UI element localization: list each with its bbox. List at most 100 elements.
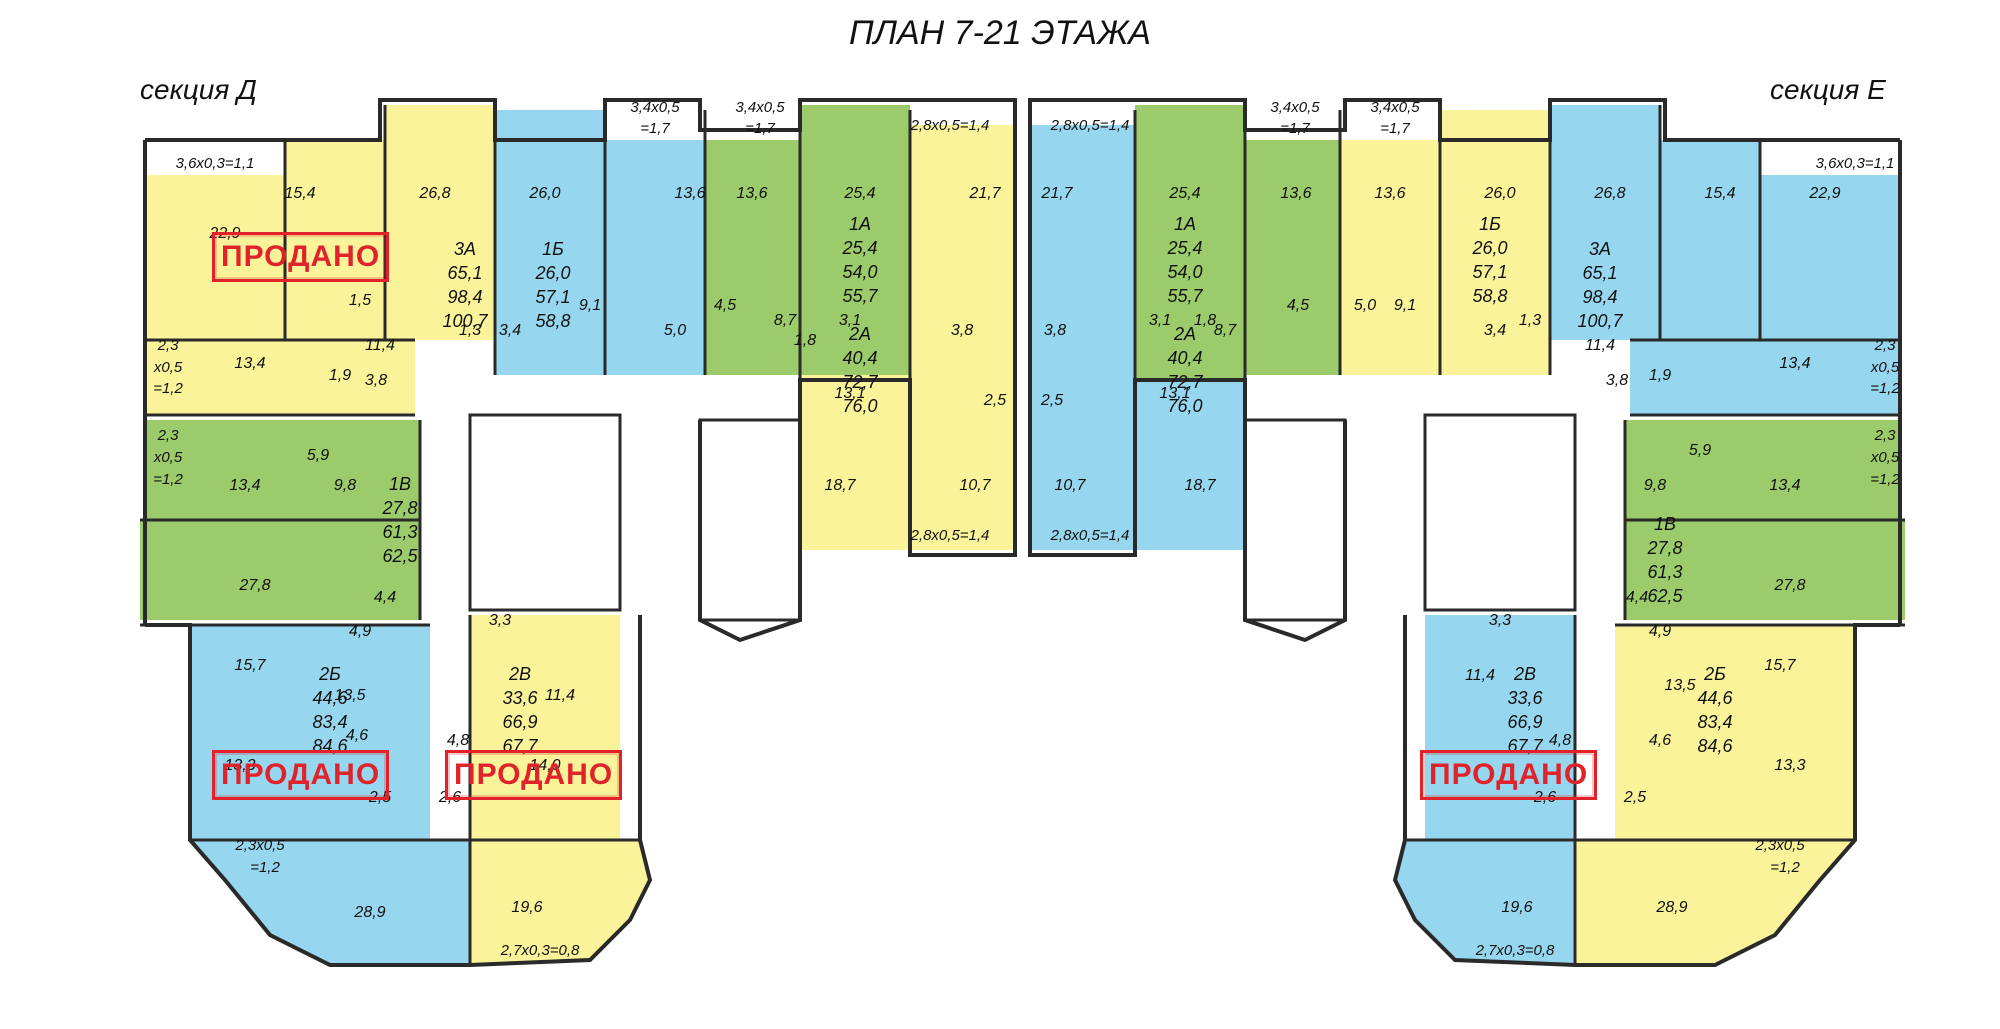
room-area-left: 11,4 [545, 687, 575, 704]
room-2v-left [470, 615, 620, 840]
room-area-right: 2,5 [1623, 789, 1646, 806]
room-area-left: 13,3 [224, 757, 255, 774]
room-3a-right [1550, 105, 1660, 340]
room-area-left: 1,5 [349, 292, 371, 309]
room-area-right: 26,8 [1593, 185, 1625, 202]
room-area-right: 5,9 [1689, 442, 1711, 459]
room-area-left: 13,4 [234, 355, 265, 372]
apartment-label-right-2v: 2В [1513, 664, 1536, 684]
apartment-label-right-2v: 66,9 [1507, 712, 1542, 732]
section-label-left: секция Д [140, 74, 257, 105]
left-stair [698, 418, 802, 622]
apartment-label-right-3a: 100,7 [1577, 311, 1623, 331]
balcony-label-left: =1,7 [640, 120, 670, 137]
right-core [1423, 413, 1577, 612]
balcony-label-left: 2,7х0,3=0,8 [500, 942, 580, 959]
apartment-label-right-2a: 72,7 [1167, 372, 1203, 392]
room-area-right: 15,7 [1764, 657, 1796, 674]
room-area-right: 25,4 [1168, 185, 1200, 202]
balcony-label-right: 3,6х0,3=1,1 [1816, 155, 1895, 172]
room-2b-right [1615, 625, 1855, 840]
room-area-right: 11,4 [1465, 667, 1495, 684]
apartment-label-left-2a: 76,0 [842, 396, 877, 416]
apartment-label-left-2b: 44,6 [312, 688, 348, 708]
room-2a-right [1030, 125, 1135, 550]
balcony-label-left: =1,2 [250, 859, 280, 876]
room-area-left: 9,8 [334, 477, 356, 494]
room-area-right: 13,4 [1779, 355, 1810, 372]
room-area-right: 13,3 [1774, 757, 1805, 774]
apartment-label-right-1v: 1В [1654, 514, 1676, 534]
balcony-label-right: 2,3 [1874, 427, 1897, 444]
right-stair [1243, 418, 1347, 622]
apartment-label-right-1a: 25,4 [1166, 238, 1202, 258]
room-area-right: 5,0 [1354, 297, 1376, 314]
room-area-left: 3,8 [951, 322, 973, 339]
room-1v-left-2 [140, 520, 420, 620]
section-label-right: секция Е [1770, 74, 1886, 105]
room-area-left: 4,4 [374, 589, 396, 606]
apartment-label-left-2v: 33,6 [502, 688, 538, 708]
room-area-left: 11,4 [365, 337, 395, 354]
room-area-right: 13,5 [1664, 677, 1695, 694]
balcony-label-left: 2,3 [157, 337, 180, 354]
room-area-left: 8,7 [774, 312, 797, 329]
room-3a-right-3 [1760, 175, 1900, 340]
apartment-label-left-1a: 25,4 [841, 238, 877, 258]
room-area-right: 4,6 [1649, 732, 1671, 749]
apartment-label-right-1a: 1А [1174, 214, 1196, 234]
room-area-left: 13,6 [736, 185, 767, 202]
room-area-left: 4,6 [346, 727, 368, 744]
balcony-label-left: 2,3х0,5 [234, 837, 285, 854]
balcony-label-left: =1,2 [153, 471, 183, 488]
room-area-left: 13,1 [834, 385, 865, 402]
apartment-label-right-3a: 98,4 [1582, 287, 1617, 307]
room-area-right: 3,8 [1606, 372, 1628, 389]
room-1v-right [1625, 420, 1900, 520]
apartment-label-left-2v: 66,9 [502, 712, 537, 732]
balcony-label-left: 3,4х0,5 [735, 99, 785, 116]
room-area-left: 19,6 [511, 899, 542, 916]
apartment-label-right-2b: 83,4 [1697, 712, 1732, 732]
apartment-label-left-1b: 58,8 [535, 311, 570, 331]
room-3a-right-hall [1630, 340, 1900, 415]
apartment-label-right-1v: 62,5 [1647, 586, 1683, 606]
room-area-right: 18,7 [1184, 477, 1216, 494]
sold-stamp-2v-right: ПРОДАНО [1420, 750, 1598, 800]
apartment-label-right-1a: 55,7 [1167, 286, 1203, 306]
room-area-right: 4,8 [1549, 732, 1571, 749]
apartment-label-left-1v: 1В [389, 474, 411, 494]
room-1v-right-2 [1625, 520, 1905, 620]
balcony-label-right: 2,8х0,5=1,4 [1050, 527, 1130, 544]
apartment-label-right-1v: 27,8 [1646, 538, 1682, 558]
apartment-label-right-2a: 2А [1173, 324, 1196, 344]
apartment-label-right-1b: 26,0 [1471, 238, 1507, 258]
room-area-left: 15,4 [284, 185, 315, 202]
room-1a-left-2 [800, 105, 910, 380]
apartment-label-left-1a: 1А [849, 214, 871, 234]
room-1b-right [1340, 140, 1440, 375]
room-area-left: 4,8 [447, 732, 469, 749]
balcony-label-right: =1,2 [1870, 471, 1900, 488]
room-area-left: 4,5 [714, 297, 736, 314]
room-area-left: 14,0 [529, 757, 560, 774]
apartment-label-left-1v: 27,8 [381, 498, 417, 518]
room-area-right: 4,9 [1649, 623, 1671, 640]
room-area-left: 13,4 [229, 477, 260, 494]
room-2a-left [910, 125, 1015, 550]
balcony-label-right: =1,7 [1280, 120, 1310, 137]
room-area-left: 2,5 [983, 392, 1006, 409]
balcony-label-right: 2,8х0,5=1,4 [1050, 117, 1130, 134]
room-area-left: 4,9 [349, 623, 371, 640]
room-2v-right-bottom [1395, 840, 1575, 965]
section-d-plan [140, 98, 1017, 967]
room-area-right: 8,7 [1214, 322, 1237, 339]
room-area-right: 21,7 [1040, 185, 1073, 202]
room-area-right: 3,4 [1484, 322, 1506, 339]
apartment-label-left-3a: 100,7 [442, 311, 488, 331]
room-area-left: 27,8 [238, 577, 270, 594]
balcony-label-left: 2,3 [157, 427, 180, 444]
room-2a-left-2 [800, 375, 910, 550]
balcony-label-right: 2,3х0,5 [1754, 837, 1805, 854]
room-area-right: 1,8 [1194, 312, 1216, 329]
